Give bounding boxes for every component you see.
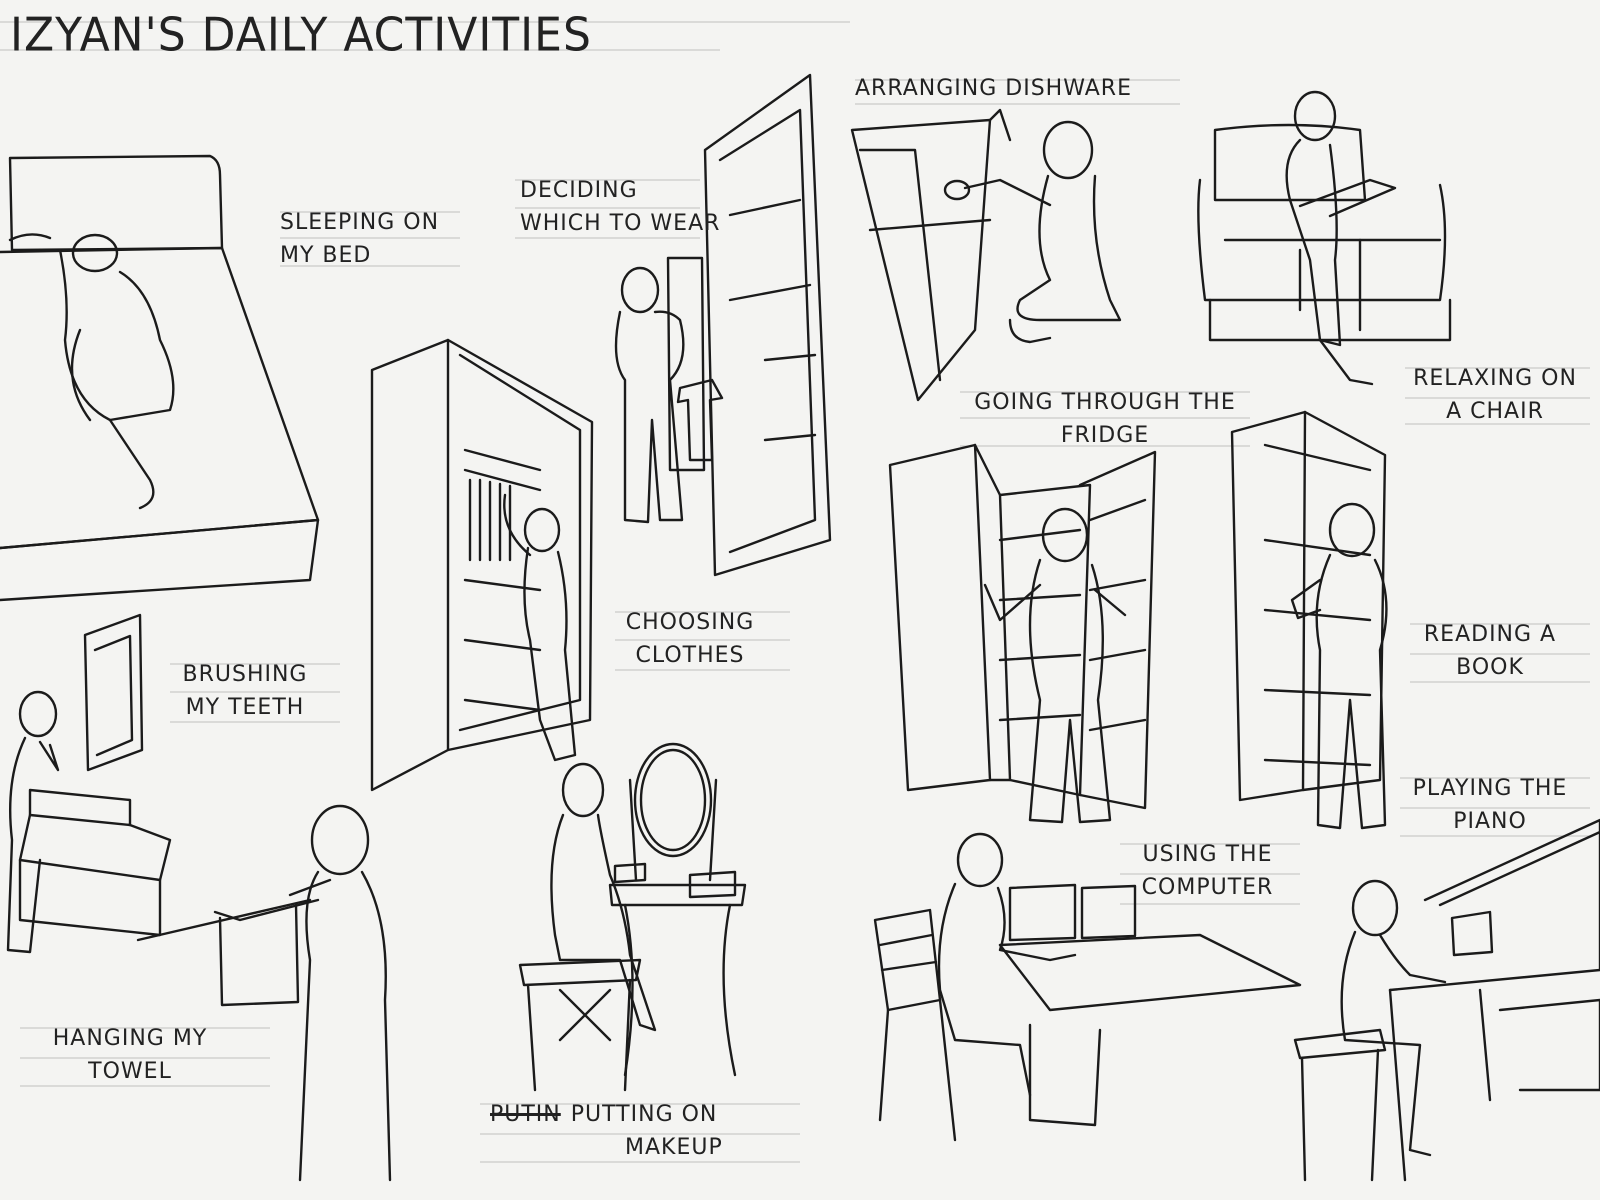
- label-computer: USING THE COMPUTER: [1120, 838, 1295, 904]
- label-makeup-line1: PUTTING ON: [570, 1102, 718, 1127]
- dishware-scene: [850, 108, 1122, 402]
- label-choosing-line2: CLOTHES: [635, 643, 745, 668]
- label-makeup-struck: PUTIN: [490, 1102, 561, 1127]
- label-makeup-line2: MAKEUP: [625, 1135, 723, 1160]
- page-title: IZYAN'S DAILY ACTIVITIES: [10, 8, 592, 63]
- label-fridge: GOING THROUGH THE FRIDGE: [960, 386, 1250, 452]
- wardrobe-choosing-scene: [370, 338, 594, 792]
- label-brushing: BRUSHING MY TEETH: [170, 658, 320, 724]
- label-reading-line1: READING A: [1423, 622, 1557, 647]
- fridge-scene: [888, 443, 1157, 824]
- label-brushing-line2: MY TEETH: [185, 695, 305, 720]
- piano-scene: [1293, 818, 1600, 1182]
- sink-scene: [6, 613, 172, 954]
- label-piano-line2: PIANO: [1453, 809, 1527, 834]
- armchair-scene: [1197, 90, 1452, 386]
- label-piano-line1: PLAYING THE: [1412, 776, 1568, 801]
- label-sleeping-line2: MY BED: [280, 243, 372, 268]
- label-computer-line2: COMPUTER: [1141, 875, 1274, 900]
- label-deciding-line2: WHICH TO WEAR: [520, 211, 721, 236]
- label-reading-line2: BOOK: [1456, 655, 1524, 680]
- computer-scene: [873, 832, 1302, 1142]
- label-fridge-line2: FRIDGE: [1060, 423, 1150, 448]
- label-piano: PLAYING THE PIANO: [1400, 772, 1580, 838]
- label-towel-line2: TOWEL: [88, 1059, 172, 1084]
- label-choosing-line1: CHOOSING: [625, 610, 755, 635]
- bookshelf-scene: [1230, 410, 1388, 830]
- label-towel: HANGING MY TOWEL: [30, 1022, 230, 1088]
- label-deciding-line1: DECIDING: [520, 178, 638, 203]
- label-arranging: ARRANGING DISHWARE: [855, 76, 1132, 101]
- label-towel-line1: HANGING MY: [52, 1026, 208, 1051]
- label-relaxing-line2: A CHAIR: [1446, 399, 1544, 424]
- towel-scene: [136, 804, 392, 1182]
- guide-lines: [0, 21, 1590, 1163]
- label-choosing: CHOOSING CLOTHES: [615, 606, 765, 672]
- label-relaxing-line1: RELAXING ON: [1413, 366, 1577, 391]
- label-reading: READING A BOOK: [1410, 618, 1570, 684]
- label-computer-line1: USING THE: [1142, 842, 1273, 867]
- label-brushing-line1: BRUSHING: [182, 662, 308, 687]
- label-makeup: PUTIN PUTTING ON MAKEUP: [490, 1098, 723, 1164]
- label-fridge-line1: GOING THROUGH THE: [974, 390, 1236, 415]
- label-sleeping-line1: SLEEPING ON: [280, 210, 440, 235]
- vanity-scene: [518, 742, 747, 1092]
- wardrobe-mirror-scene: [614, 73, 832, 577]
- label-deciding: DECIDING WHICH TO WEAR: [520, 174, 720, 240]
- label-sleeping: SLEEPING ON MY BED: [280, 206, 439, 272]
- bed-scene: [0, 154, 320, 602]
- label-relaxing: RELAXING ON A CHAIR: [1405, 362, 1585, 428]
